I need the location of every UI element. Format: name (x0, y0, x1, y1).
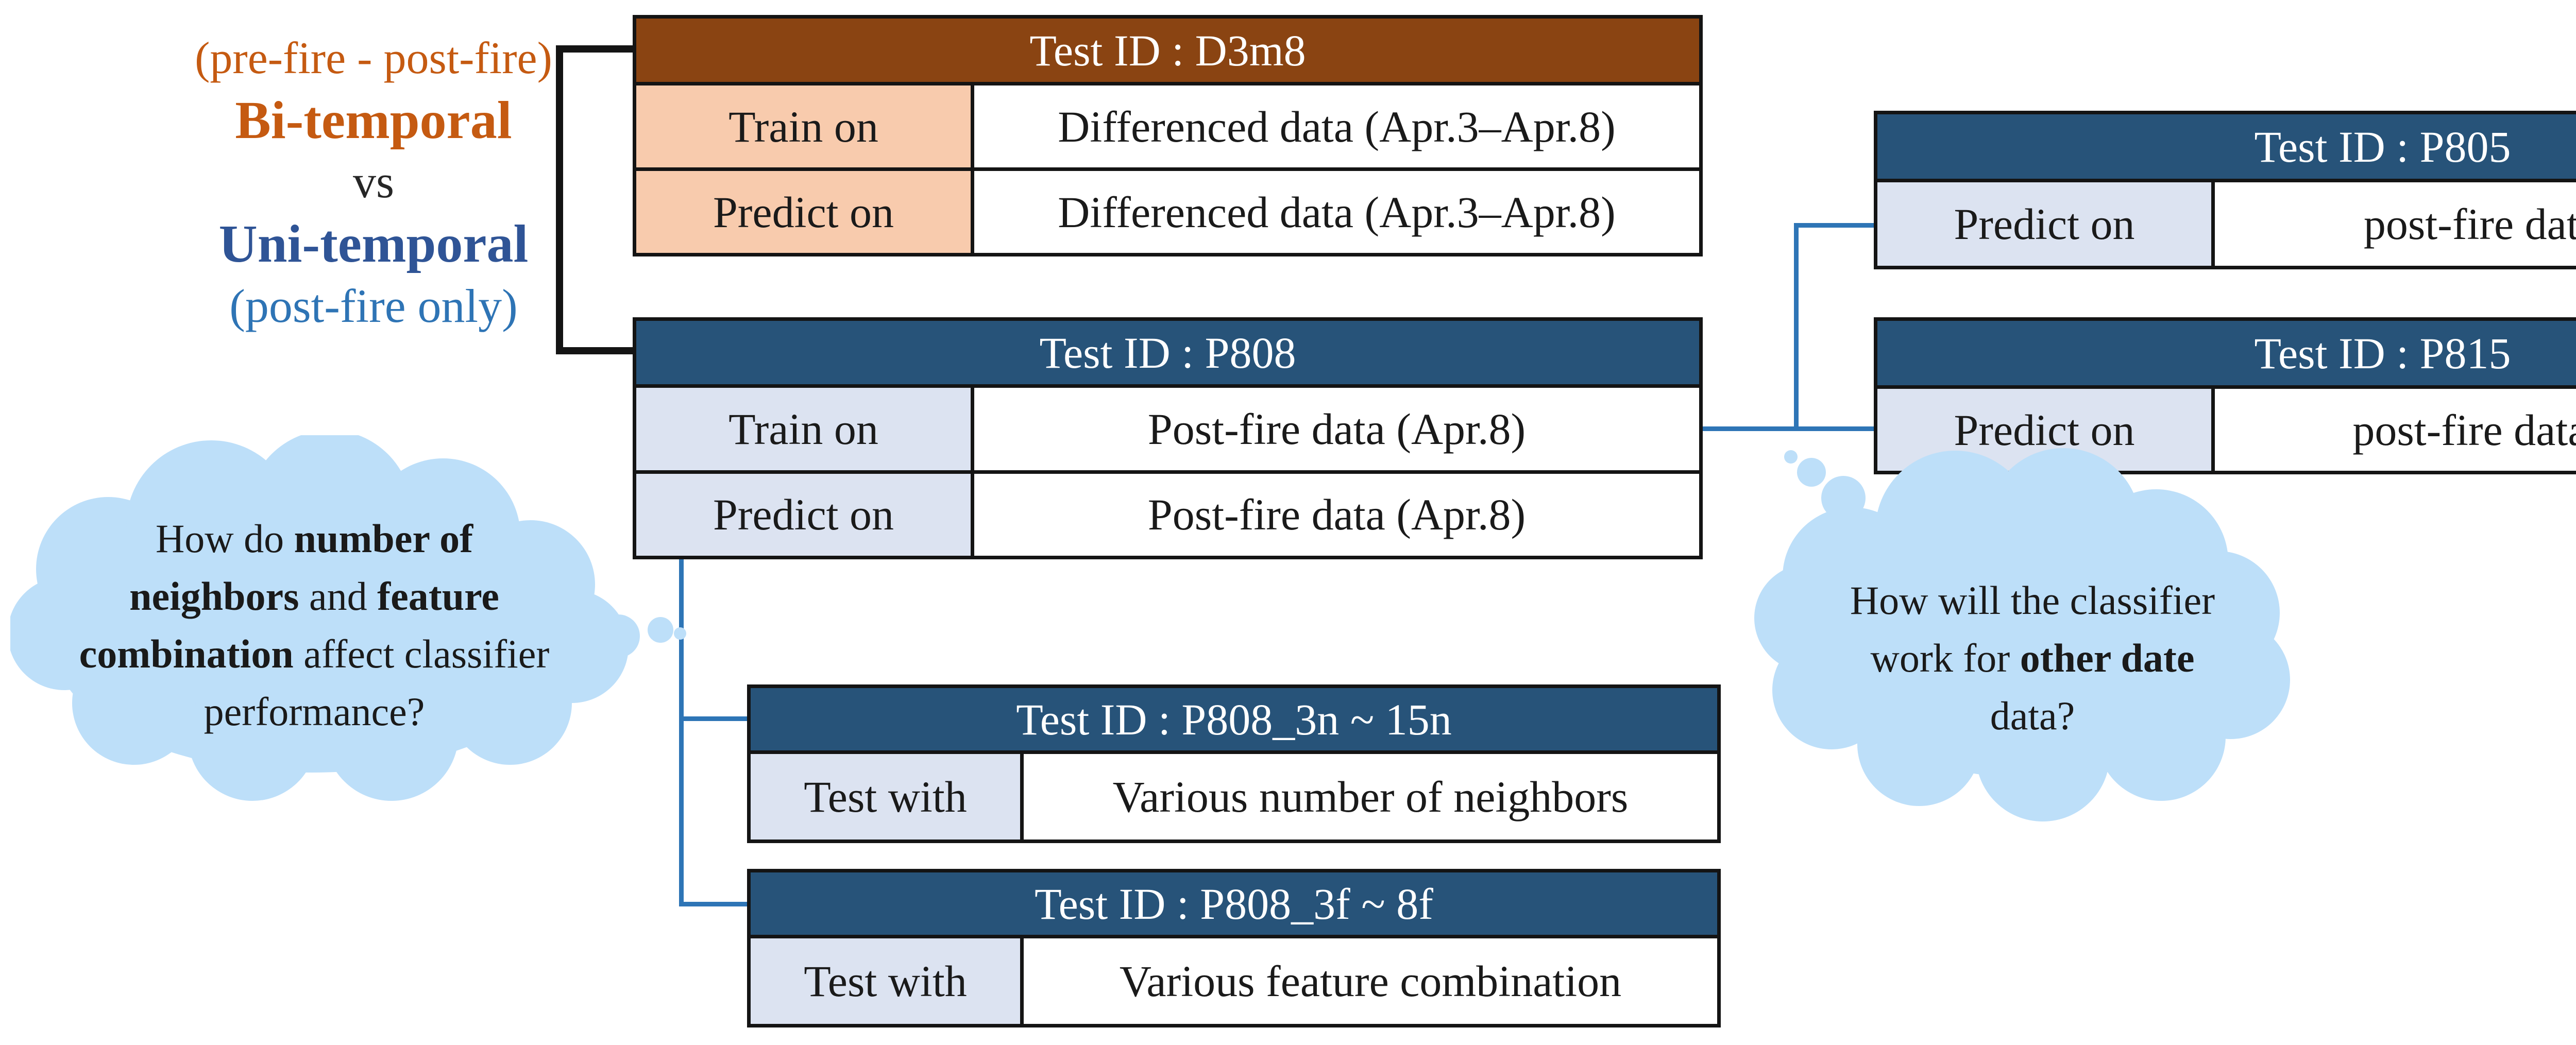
table-p808-title: Test ID : P808 (636, 321, 1699, 388)
row-value: Differenced data (Apr.3–Apr.8) (974, 171, 1699, 253)
bracket-vertical-line (556, 45, 563, 354)
question-neighbors-features: How do number of neighbors and feature c… (67, 510, 562, 741)
connector-to-p805 (1794, 223, 1874, 228)
table-p808-3f-title: Test ID : P808_3f ~ 8f (751, 872, 1717, 938)
legend-bi-temporal: Bi-temporal (235, 91, 512, 150)
row-value: Post-fire data (Apr.8) (974, 473, 1699, 556)
row-label: Test with (751, 938, 1024, 1024)
question-text-segment: How will the classifier work for (1850, 578, 2215, 680)
thought-trail-dot (1821, 476, 1866, 520)
thought-trail-dot (1784, 450, 1798, 464)
question-text-segment: data? (1990, 693, 2075, 738)
thought-trail-dot (597, 614, 640, 658)
question-text-segment-bold: other date (2020, 636, 2195, 680)
table-row: Test with Various feature combination (751, 938, 1717, 1024)
row-value: Various feature combination (1024, 938, 1717, 1024)
table-p805: Test ID : P805 Predict on post-fire data… (1874, 111, 2576, 269)
thought-trail-dot (648, 617, 673, 643)
question-other-date: How will the classifier work for other d… (1829, 572, 2236, 745)
row-value: Differenced data (Apr.3–Apr.8) (974, 85, 1699, 167)
row-label: Train on (636, 85, 974, 167)
row-label: Predict on (1877, 182, 2215, 266)
table-d3m8-title: Test ID : D3m8 (636, 19, 1699, 85)
legend-post-fire-only: (post-fire only) (229, 280, 518, 332)
table-row: Train on Post-fire data (Apr.8) (636, 388, 1699, 470)
table-d3m8: Test ID : D3m8 Train on Differenced data… (633, 15, 1703, 256)
bracket-bottom-line (556, 347, 633, 354)
connector-to-p808-3f (679, 902, 747, 906)
legend-vs: vs (352, 157, 395, 208)
table-p808-3n-15n: Test ID : P808_3n ~ 15n Test with Variou… (747, 684, 1721, 843)
row-label: Predict on (636, 473, 974, 556)
connector-p808-to-p815 (1700, 426, 1874, 431)
legend-uni-temporal: Uni-temporal (218, 214, 529, 273)
temporal-comparison-legend: (pre-fire - post-fire) Bi-temporal vs Un… (90, 28, 657, 336)
legend-pre-post-fire: (pre-fire - post-fire) (195, 33, 552, 83)
row-label: Test with (751, 754, 1024, 840)
table-p808-3n-title: Test ID : P808_3n ~ 15n (751, 688, 1717, 754)
table-p808-3f-8f: Test ID : P808_3f ~ 8f Test with Various… (747, 869, 1721, 1027)
question-text-segment: affect classifier performance? (204, 631, 550, 734)
question-text-segment-bold: number of neighbors (129, 516, 473, 619)
thought-trail-dot (1797, 458, 1826, 487)
thought-cloud-right (1754, 448, 2290, 821)
connector-branch-vertical-bottom (679, 557, 684, 906)
connector-to-p808-3n (679, 716, 747, 721)
row-value: post-fire data (Apr.5) (2215, 182, 2576, 266)
table-p808: Test ID : P808 Train on Post-fire data (… (633, 317, 1703, 559)
row-value: Post-fire data (Apr.8) (974, 388, 1699, 470)
row-label: Train on (636, 388, 974, 470)
table-row: Predict on post-fire data (Apr.5) (1877, 182, 2576, 266)
table-row: Predict on Post-fire data (Apr.8) (636, 470, 1699, 556)
table-p815-title: Test ID : P815 (1877, 321, 2576, 389)
question-text-segment: and (299, 574, 378, 619)
table-p805-title: Test ID : P805 (1877, 114, 2576, 182)
connector-branch-vertical-right (1794, 223, 1799, 429)
row-value: Various number of neighbors (1024, 754, 1717, 840)
question-text-segment-bold: feature combination (79, 574, 499, 676)
thought-cloud-left (10, 435, 686, 801)
thought-trail-dot (674, 627, 686, 640)
table-row: Train on Differenced data (Apr.3–Apr.8) (636, 85, 1699, 167)
table-row: Predict on Differenced data (Apr.3–Apr.8… (636, 167, 1699, 253)
question-text-segment: How do (155, 516, 294, 561)
table-row: Test with Various number of neighbors (751, 754, 1717, 840)
row-value: post-fire data (Apr.15) (2215, 389, 2576, 471)
row-label: Predict on (636, 171, 974, 253)
bracket-top-line (556, 45, 633, 53)
